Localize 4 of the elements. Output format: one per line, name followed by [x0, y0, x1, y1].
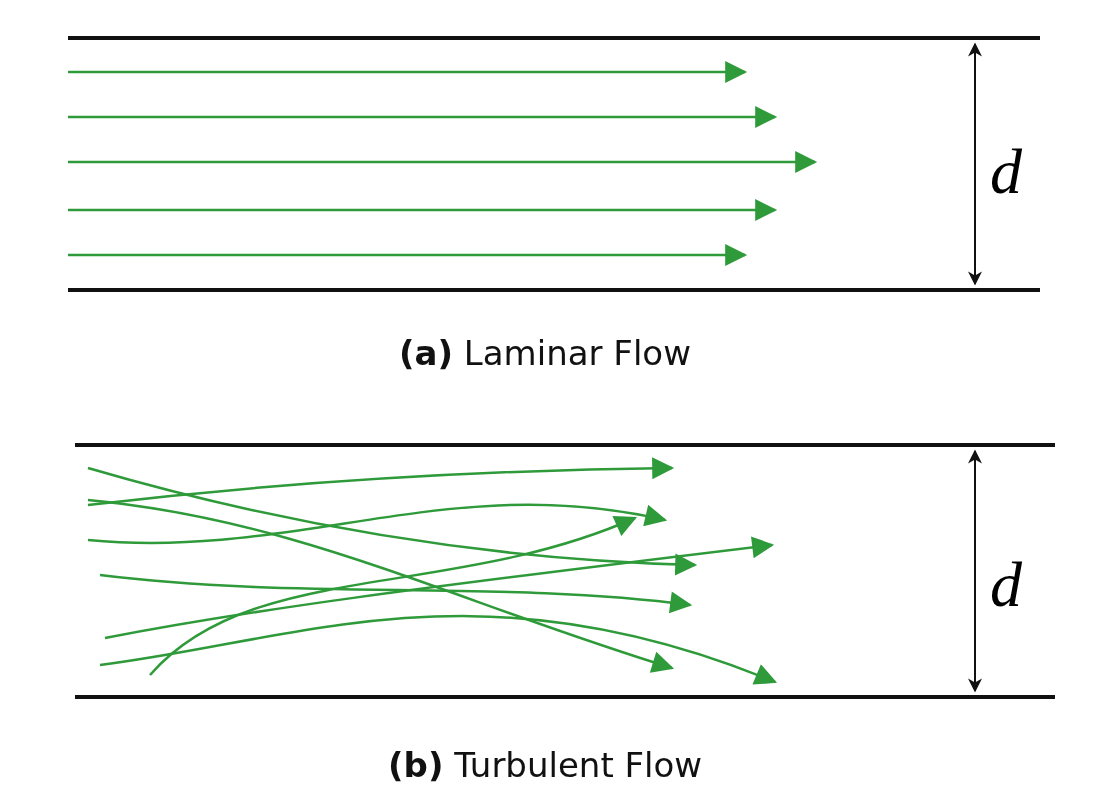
caption: (a) Laminar Flow [399, 336, 691, 370]
dimension-label: d [990, 553, 1022, 617]
caption: (b) Turbulent Flow [388, 748, 703, 782]
dimension-label: d [990, 140, 1022, 204]
